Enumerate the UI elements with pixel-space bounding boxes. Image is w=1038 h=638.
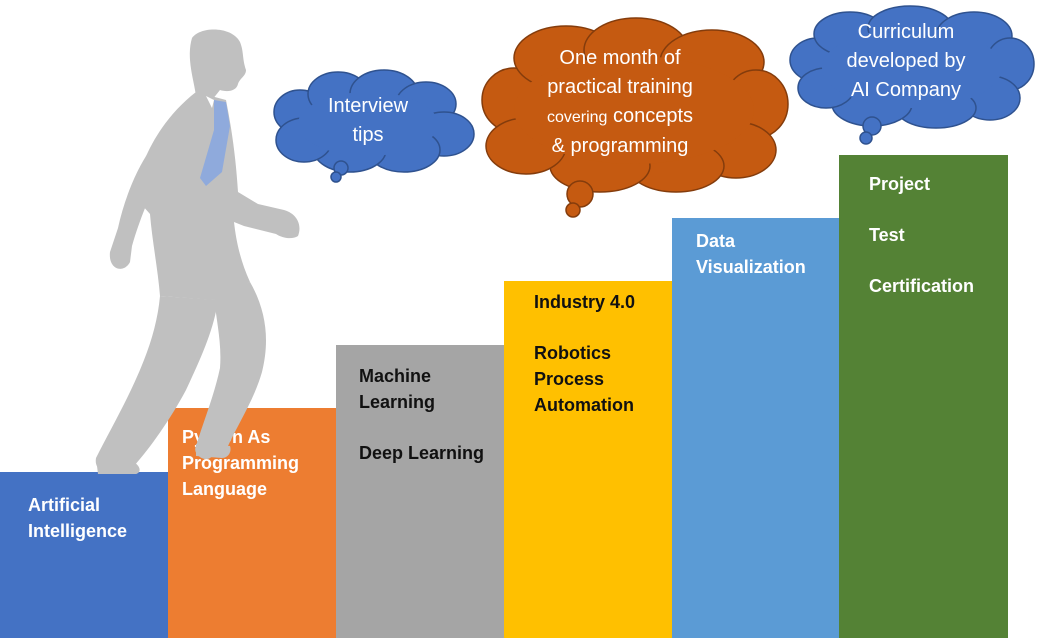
- training-cloud: [481, 17, 789, 218]
- step-3-line-2: Learning: [359, 392, 436, 412]
- training-line-1: One month of: [559, 47, 681, 69]
- curriculum-cloud: [789, 5, 1035, 145]
- training-line-3: covering concepts: [520, 102, 720, 132]
- step-6-line-1: Project: [869, 174, 931, 194]
- step-6-line-2: Test: [869, 225, 905, 245]
- step-5-line-2: Visualization: [696, 257, 806, 277]
- step-3-line-3: Deep Learning: [359, 443, 485, 463]
- curriculum-line-2: developed by: [846, 50, 966, 72]
- step-1-line-2: Intelligence: [28, 521, 128, 541]
- step-6-line-3: Certification: [869, 276, 975, 296]
- training-line-3-rest: concepts: [607, 105, 694, 127]
- step-1-line-1: Artificial: [28, 495, 101, 515]
- step-industry-robotics: Industry 4.0 Robotics Process Automation: [504, 281, 672, 638]
- step-artificial-intelligence: Artificial Intelligence: [0, 472, 168, 638]
- training-cloud-text: One month of practical training covering…: [520, 44, 720, 161]
- step-3-line-1: Machine: [359, 366, 432, 386]
- interview-cloud: [273, 69, 475, 183]
- interview-line-1: Interview: [327, 95, 409, 117]
- curriculum-line-1: Curriculum: [857, 21, 955, 43]
- step-4-line-4: Automation: [534, 395, 634, 415]
- interview-cloud-text: Interview tips: [300, 92, 436, 150]
- step-4-line-3: Process: [534, 369, 605, 389]
- step-machine-learning: Machine Learning Deep Learning: [336, 345, 504, 638]
- step-5-line-1: Data: [696, 231, 736, 251]
- training-line-3-small: covering: [546, 109, 608, 126]
- training-line-2: practical training: [547, 76, 693, 98]
- step-2-line-2: Programming: [182, 453, 300, 473]
- step-2-line-3: Language: [182, 479, 268, 499]
- curriculum-cloud-text: Curriculum developed by AI Company: [826, 18, 986, 105]
- step-project-certification: Project Test Certification: [839, 155, 1008, 638]
- step-4-line-2: Robotics: [534, 343, 612, 363]
- step-4-line-1: Industry 4.0: [534, 292, 636, 312]
- curriculum-line-3: AI Company: [850, 79, 962, 101]
- training-line-4: & programming: [551, 135, 689, 157]
- interview-line-2: tips: [352, 124, 384, 146]
- step-data-visualization: Data Visualization: [672, 218, 839, 638]
